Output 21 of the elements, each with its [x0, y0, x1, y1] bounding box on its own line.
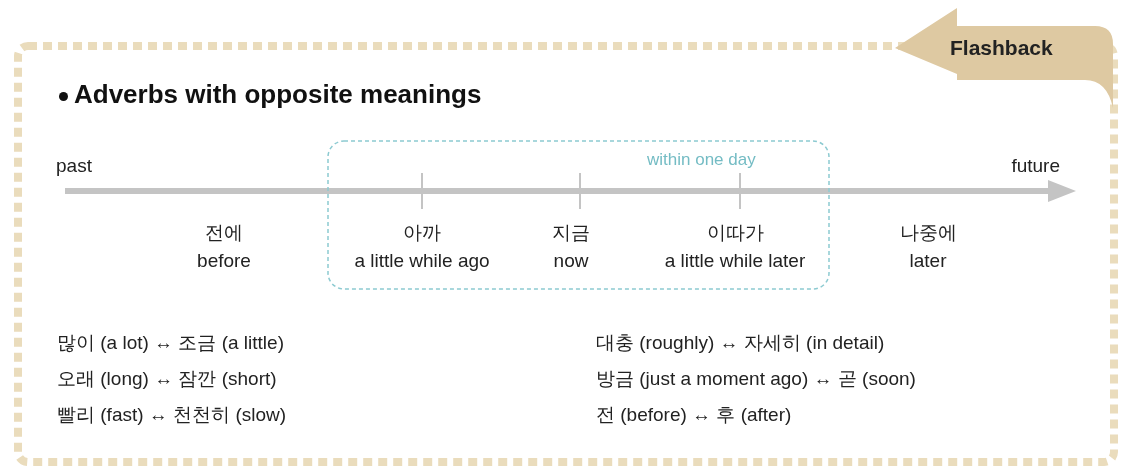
band-label: within one day [647, 150, 756, 170]
axis-label: past [56, 155, 92, 177]
korean-word: 지금 [552, 221, 590, 245]
korean-word: 이따가 [706, 221, 764, 245]
word-pair: 오래 (long) ↔ 잠깐 (short) [57, 367, 277, 391]
korean-word: 나중에 [899, 221, 957, 245]
translation: a little while later [664, 250, 806, 272]
word-pair: 빨리 (fast) ↔ 천천히 (slow) [57, 403, 287, 427]
word-pair: 전 (before) ↔ 후 (after) [596, 403, 792, 427]
korean-word: 아까 [403, 221, 441, 245]
translation: later [909, 250, 947, 272]
axis-label: future [1011, 155, 1060, 177]
translation: a little while ago [354, 250, 490, 272]
translation: now [553, 250, 589, 272]
word-pair: 많이 (a lot) ↔ 조금 (a little) [57, 331, 284, 355]
word-pair: 대충 (roughly) ↔ 자세히 (in detail) [596, 331, 885, 355]
translation: before [197, 250, 251, 272]
word-pair: 방금 (just a moment ago) ↔ 곧 (soon) [596, 367, 916, 391]
korean-word: 전에 [205, 221, 243, 245]
heading: Adverbs with opposite meanings [74, 79, 482, 110]
tab-label: Flashback [950, 36, 1053, 60]
